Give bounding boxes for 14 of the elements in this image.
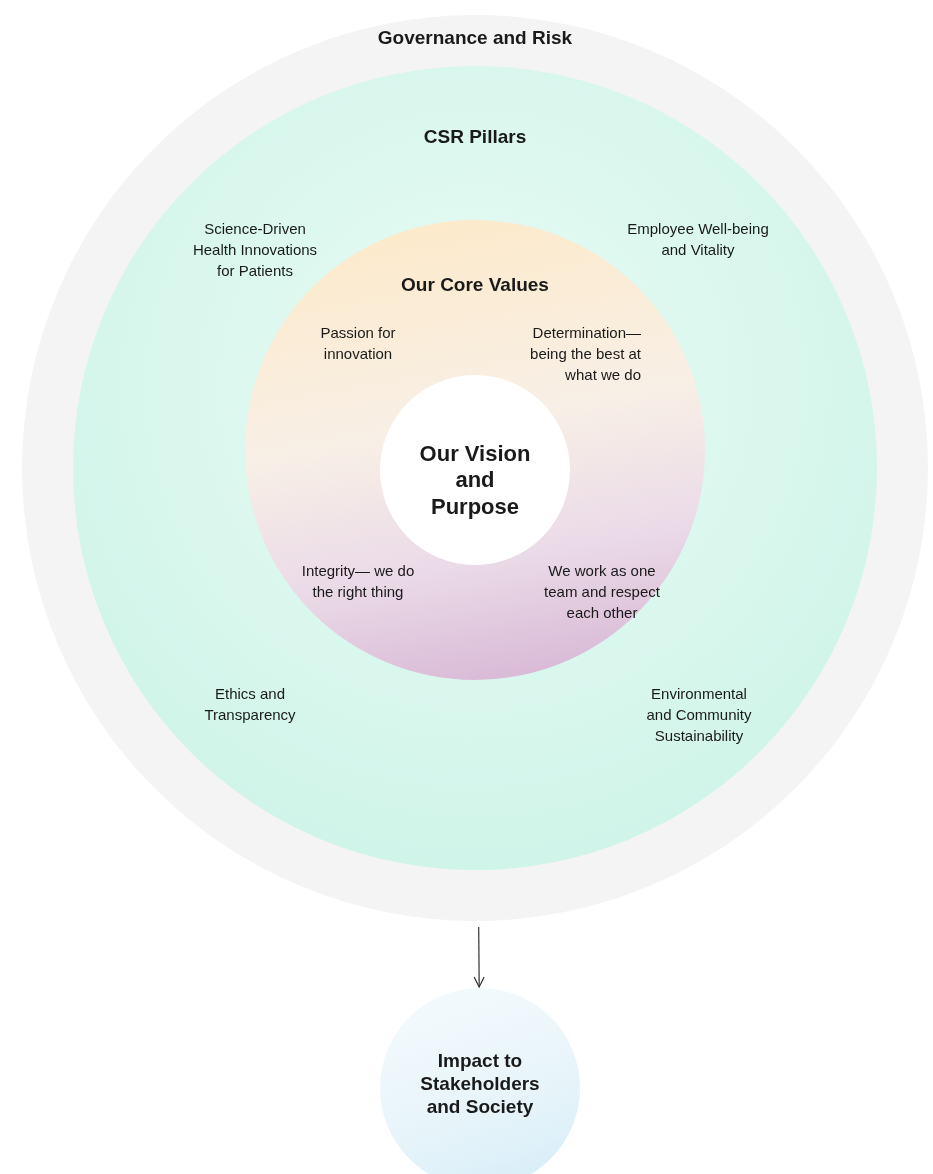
pillar-label: Employee Well-being and Vitality xyxy=(626,219,770,260)
circle-title: Our Vision and Purpose xyxy=(418,441,532,521)
circle-title: Impact to Stakeholders and Society xyxy=(419,1050,541,1119)
pillar-label: We work as one team and respect each other xyxy=(543,561,661,623)
pillar-label: Environmental and Community Sustainability xyxy=(645,684,753,746)
pillar-label: Integrity— we do the right thing xyxy=(300,561,416,602)
pillar-label: Science-Driven Health Innovations for Patients xyxy=(191,219,319,281)
pillar-label: Passion for innovation xyxy=(319,323,397,364)
pillar-label: Determination— being the best at what we do xyxy=(529,323,641,385)
circle-title: Governance and Risk xyxy=(376,27,574,50)
arrow xyxy=(473,926,485,988)
pillar-label: Ethics and Transparency xyxy=(203,684,297,725)
circle-title: CSR Pillars xyxy=(422,126,528,149)
circle-title: Our Core Values xyxy=(400,274,550,297)
